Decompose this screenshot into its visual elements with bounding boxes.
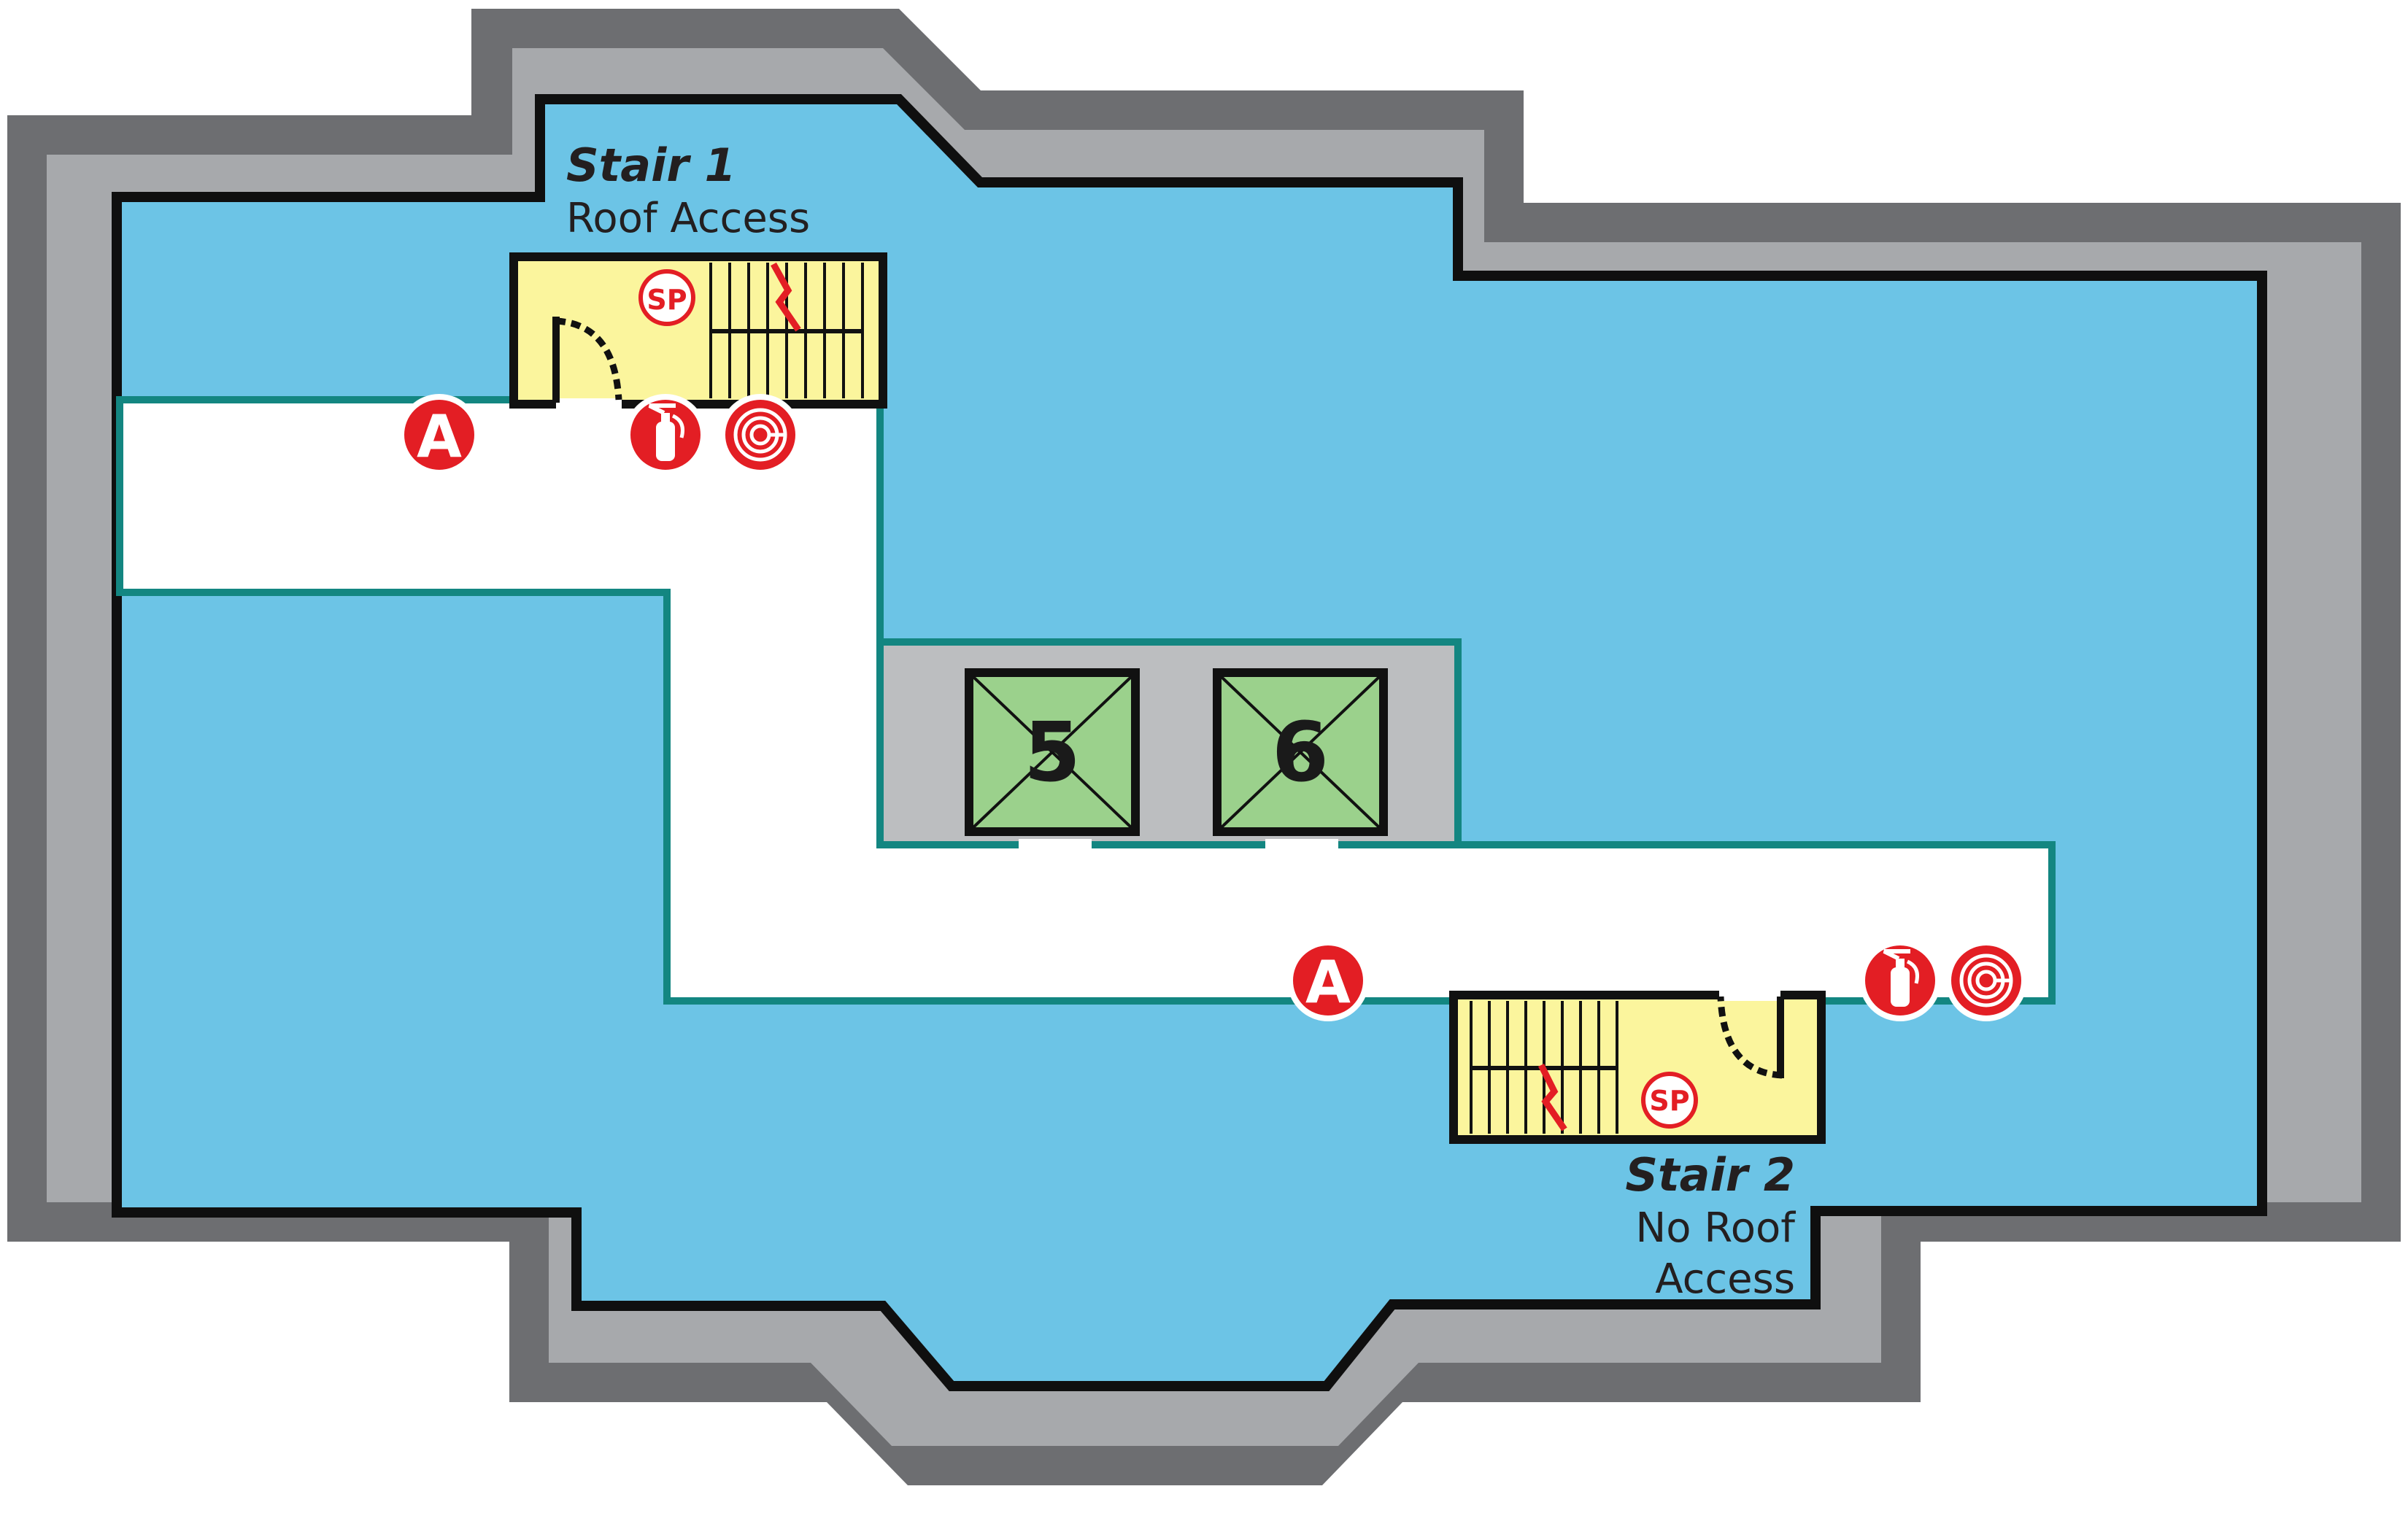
stair-2-subtitle-line2: Access [1655, 1256, 1795, 1303]
fire-hose-reel-icon [719, 394, 801, 476]
elevator-5[interactable]: 5 [965, 668, 1140, 836]
stair-2-title: Stair 2 [1625, 1148, 1795, 1202]
elevator-number: 5 [1024, 705, 1081, 800]
stair-1[interactable]: SP [509, 252, 887, 410]
stair-2-subtitle-line1: No Roof [1635, 1204, 1796, 1252]
assembly-marker[interactable]: A [398, 394, 480, 476]
elevator-doors [1019, 839, 1338, 852]
stair-door-gap [556, 398, 622, 410]
standpipe-icon: SP [1641, 1072, 1698, 1129]
fire-hose-reel-icon [1945, 940, 2027, 1021]
standpipe-label: SP [647, 284, 687, 316]
stair-2[interactable]: SP [1449, 989, 1826, 1144]
assembly-marker[interactable]: A [1287, 940, 1369, 1021]
assembly-marker-label: A [417, 403, 462, 471]
stair-door-gap [1719, 989, 1780, 1001]
elevator-cross [972, 676, 1132, 829]
roof-hatch-icon [1537, 1063, 1567, 1131]
fire-extinguisher-icon [625, 394, 706, 476]
elevator-door-opening [1265, 839, 1338, 852]
door-swing-arc [1717, 996, 1783, 1079]
elevator-number: 6 [1272, 705, 1329, 800]
elevator-6[interactable]: 6 [1213, 668, 1388, 836]
stair-treads [709, 263, 864, 398]
fire-extinguisher-icon [1859, 940, 1941, 1021]
assembly-marker-label: A [1305, 948, 1351, 1016]
stair-1-title: Stair 1 [566, 139, 736, 192]
elevator-door-opening [1019, 839, 1092, 852]
roof-hatch-icon [771, 262, 801, 332]
elevator-cross [1220, 676, 1381, 829]
stair-treads [1470, 1001, 1618, 1134]
standpipe-label: SP [1649, 1085, 1689, 1117]
stair-1-subtitle: Roof Access [566, 195, 810, 242]
standpipe-icon: SP [638, 269, 695, 326]
corridor [116, 396, 2056, 1005]
door-swing-arc [555, 317, 622, 401]
